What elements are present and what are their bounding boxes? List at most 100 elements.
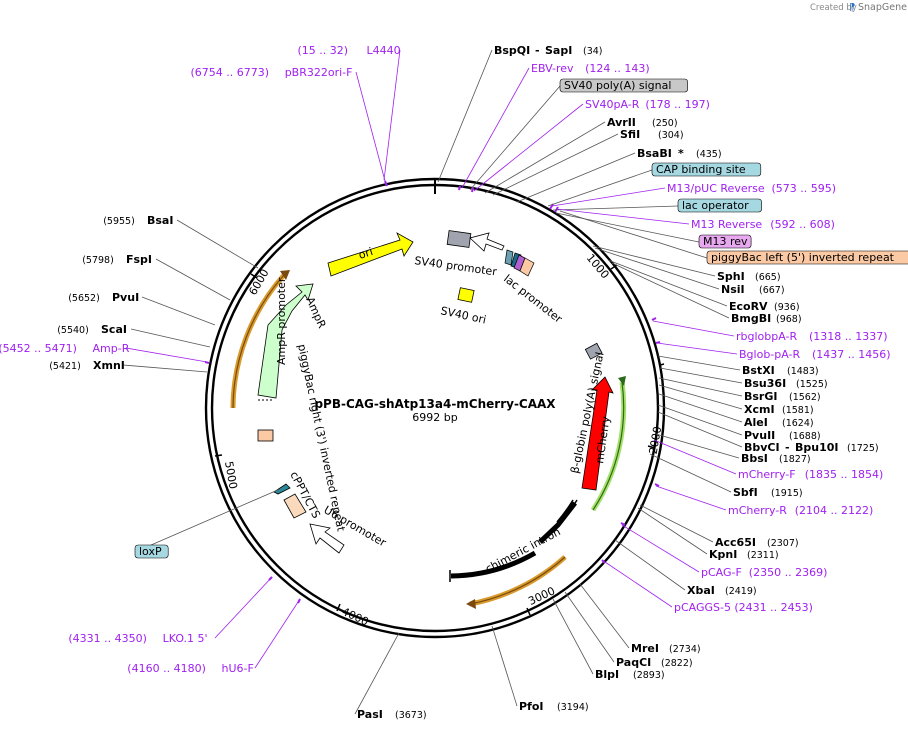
annotation-labels: BspQI-SapI(34)EBV-rev(124 .. 143)SV40 po… [0, 44, 908, 721]
label-pos: (1725) [847, 443, 879, 454]
label-pos: (2307) [767, 538, 799, 549]
label-pos: (1688) [789, 431, 821, 442]
label-name: Acc65I [715, 536, 756, 549]
label-rbglobpa-r: rbglobpA-R(1318 .. 1337) [736, 330, 888, 343]
ampr-label: AmpR [303, 295, 328, 331]
label-pos: (5540) [57, 325, 89, 336]
tick-label-5000: 5000 [222, 460, 240, 490]
label-acc65i: Acc65I (2307) [715, 536, 799, 549]
plasmid-name: pPB-CAG-shAtp13a4-mCherry-CAAX [314, 397, 556, 411]
label-mcherry-f: mCherry-F(1835 .. 1854) [738, 468, 883, 481]
tick-label-4000: 4000 [340, 605, 371, 629]
label-name: PfoI [519, 700, 544, 713]
label-pos: (5452 .. 5471) [0, 342, 77, 355]
label-name: BbsI [741, 452, 768, 465]
label-name: MreI [631, 642, 659, 655]
label-name: BmgBI [731, 312, 771, 325]
label-loxp: loxP [134, 544, 169, 559]
label-bsrgi: BsrGI(1562) [744, 390, 821, 403]
label-pos: (435) [696, 149, 722, 160]
plasmid-size: 6992 bp [412, 411, 457, 424]
label-ecorv: EcoRV(936) [729, 300, 800, 313]
label-ebv-rev: EBV-rev(124 .. 143) [531, 62, 650, 75]
label-pos: (6754 .. 6773) [191, 66, 270, 79]
label-bstxi: BstXI(1483) [742, 364, 819, 377]
label-alei: AleI (1624) [744, 416, 814, 429]
label-mcherry-r: mCherry-R(2104 .. 2122) [728, 504, 873, 517]
tick-5000: 5000 [214, 454, 240, 490]
label-pos: (1581) [782, 405, 814, 416]
label-bglob-pa-r: Bglob-pA-R(1437 .. 1456) [739, 348, 891, 361]
label-mrei: MreI (2734) [631, 642, 701, 655]
label-name: SphI [717, 270, 745, 283]
label-pfoi: PfoI(3194) [519, 700, 589, 713]
label-name: BsrGI [744, 390, 777, 403]
lac-promoter-feature: lac promoter [501, 249, 565, 326]
label-name: pCAG-F [701, 566, 742, 579]
label-pos: (573 .. 595) [772, 182, 837, 195]
label-pasi: PasI(3673) [357, 708, 427, 721]
label-hu6-f: (4160 .. 4180)hU6-F [127, 662, 254, 675]
label-name: SbfI [733, 486, 758, 499]
label-mark: * [678, 147, 684, 160]
label-pos: (2419) [725, 586, 757, 597]
label-pos: (2311) [747, 550, 779, 561]
label-lko-1-5: (4331 .. 4350)LKO.1 5' [68, 632, 207, 645]
label-name: BstXI [742, 364, 775, 377]
label-pos: (4160 .. 4180) [127, 662, 206, 675]
label-name: PaqCI [616, 656, 651, 669]
ampr-promoter-label: AmpR promoter [275, 277, 288, 365]
label-pos: (1624) [782, 418, 814, 429]
label-kpni: KpnI(2311) [709, 548, 779, 561]
label-name: pBR322ori-F [285, 66, 353, 79]
label-name: XbaI [687, 584, 715, 597]
label-pos: (304) [658, 130, 684, 141]
ori-label: ori [357, 245, 375, 262]
label-name: M13 rev [703, 235, 748, 248]
label-name: EcoRV [729, 300, 768, 313]
label-pos: (5955) [103, 216, 135, 227]
label-nsii: NsiI(667) [721, 283, 785, 296]
orange-arc-left [230, 270, 290, 409]
label-name: AleI [744, 416, 768, 429]
label-pos: (250) [652, 118, 678, 129]
sv40-ori-feature: SV40 ori [439, 287, 487, 327]
label-avrii: AvrII (250) [607, 116, 678, 129]
label-pos: (178 .. 197) [645, 98, 710, 111]
label-name: PvuI [112, 291, 139, 304]
label-bmgbi: BmgBI(968) [731, 312, 802, 325]
label-pos: (15 .. 32) [298, 44, 349, 57]
label-xmni: (5421)XmnI [49, 359, 125, 372]
label-name: BsaBI [637, 147, 672, 160]
label-blpi: BlpI(2893) [595, 668, 665, 681]
label-sfii: SfiI(304) [620, 128, 684, 141]
label-pos: (1915) [771, 488, 803, 499]
label-sv40pa-r: SV40pA-R(178 .. 197) [585, 98, 710, 111]
label-sphi: SphI (665) [717, 270, 781, 283]
label-cap-binding-site: CAP binding site [651, 162, 762, 177]
label-m13-rev: M13 rev [698, 234, 752, 249]
label-bbvci: BbvCI-Bpu10I(1725) [744, 441, 879, 454]
label-pcag-f: pCAG-F(2350 .. 2369) [701, 566, 827, 579]
label-name: AvrII [607, 116, 636, 129]
sv40-promoter-label: SV40 promoter [414, 254, 499, 278]
label-pos: (1318 .. 1337) [809, 330, 888, 343]
backbone-black-marks [659, 363, 665, 366]
label-pos: (667) [759, 285, 785, 296]
label-pvui: (5652)PvuI [68, 291, 139, 304]
label-l4440: (15 .. 32) L4440 [298, 44, 401, 57]
label-name: mCherry-R [728, 504, 787, 517]
chimeric-intron-feature: chimeric intron [449, 499, 578, 582]
label-name: BspQI [494, 44, 530, 57]
label-piggybac-left-5-inverted-repeat: piggyBac left (5') inverted repeat [706, 250, 908, 265]
label-pos: (2734) [669, 644, 701, 655]
label-pos: (665) [755, 272, 781, 283]
label-name: L4440 [367, 44, 401, 57]
label-amp-r: (5452 .. 5471)Amp-R [0, 342, 130, 355]
ampr-feature: AmpR [257, 283, 329, 399]
label-name: BsaI [147, 214, 173, 227]
label-sbfi: SbfI (1915) [733, 486, 803, 499]
label-pos: (592 .. 608) [770, 218, 835, 231]
label-name: pCAGGS-5 [674, 601, 731, 614]
